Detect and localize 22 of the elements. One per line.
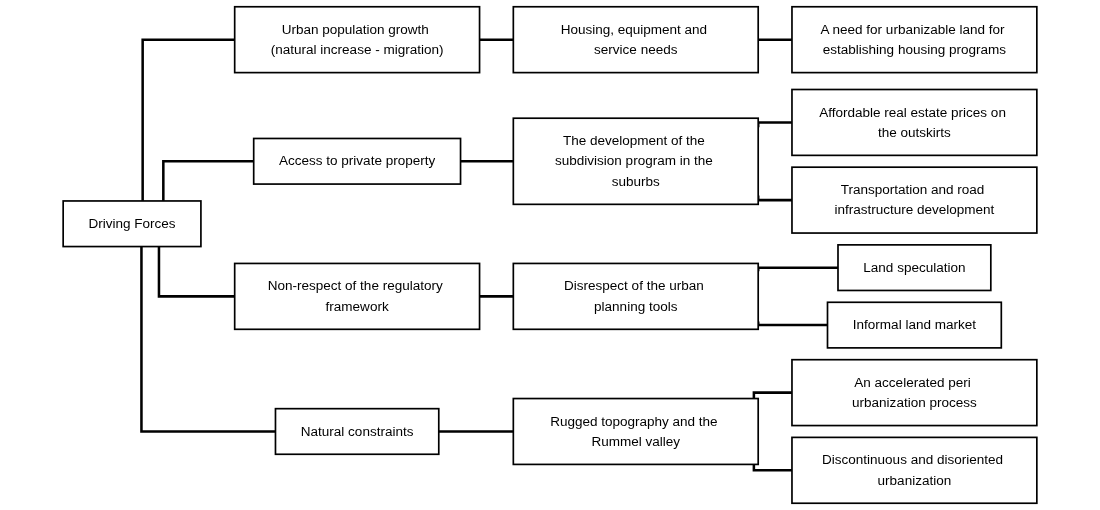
node-box: Transportation and road infrastructure development bbox=[791, 166, 1038, 234]
connector bbox=[752, 464, 792, 472]
node-box: Informal land market bbox=[826, 301, 1003, 349]
node-box: Non-respect of the regulatory framework bbox=[233, 262, 481, 331]
node-box: Discontinuous and disoriented urbanization bbox=[791, 436, 1038, 505]
node-box: Affordable real estate prices on the outskirts bbox=[791, 88, 1038, 157]
node-box: Disrespect of the urban planning tools bbox=[512, 262, 760, 331]
node-box: Access to private property bbox=[252, 137, 462, 185]
node-box: Natural constraints bbox=[274, 407, 440, 456]
node-box: Land speculation bbox=[837, 244, 992, 292]
connector bbox=[140, 246, 276, 433]
node-box: A need for urbanizable land for establishing housing programs bbox=[791, 5, 1038, 74]
connector bbox=[141, 38, 235, 201]
connector bbox=[157, 246, 235, 298]
node-box: Housing, equipment and service needs bbox=[512, 5, 760, 74]
node-box: The development of the subdivision program in the suburbs bbox=[512, 117, 760, 206]
node-box: Rugged topography and the Rummel valley bbox=[512, 397, 760, 466]
connector bbox=[162, 160, 254, 201]
connector bbox=[752, 391, 792, 399]
node-box: Urban population growth (natural increase - migration) bbox=[233, 5, 481, 74]
node-box: An accelerated peri urbanization process bbox=[791, 358, 1038, 427]
node-box: Driving Forces bbox=[62, 200, 202, 248]
